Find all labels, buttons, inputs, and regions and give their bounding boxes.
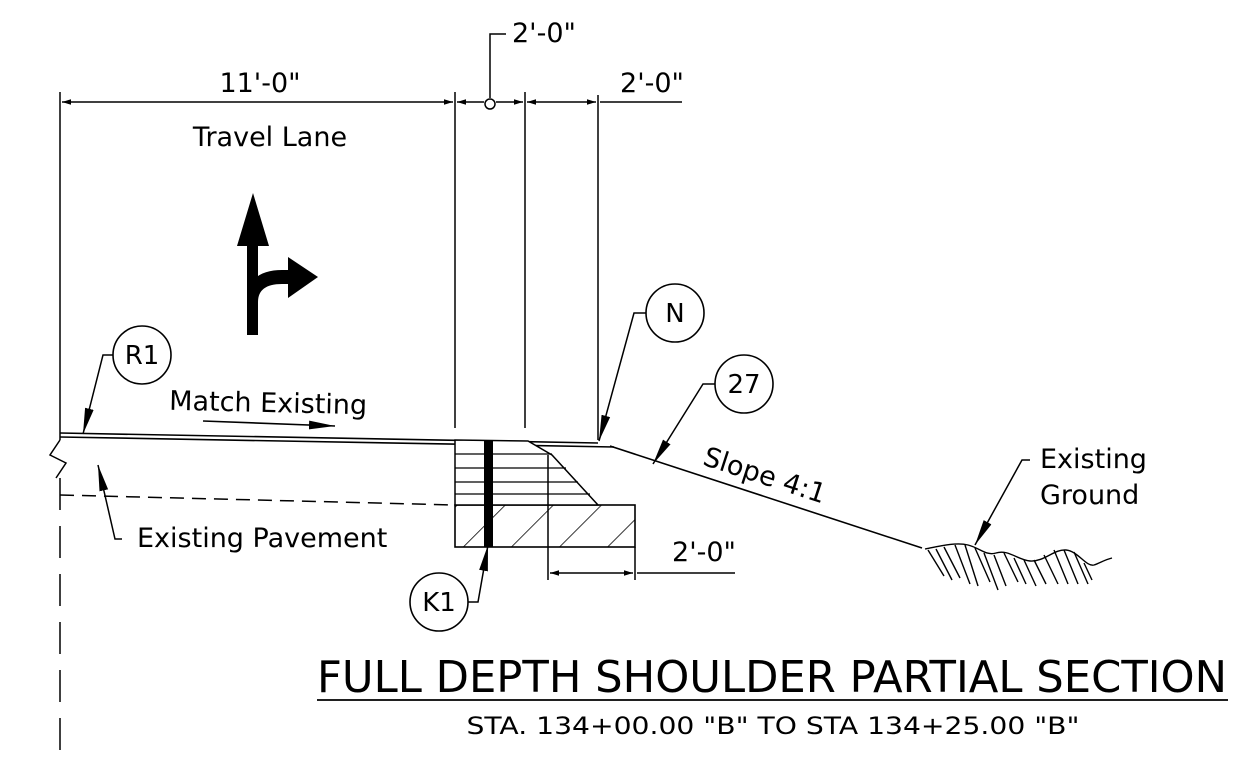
match-existing-arrow xyxy=(202,420,336,430)
extension-lines xyxy=(454,92,599,440)
match-existing-label: Match Existing xyxy=(169,386,368,421)
dim-top-middle: 2'-0" xyxy=(512,18,576,49)
existing-pavement-label: Existing Pavement xyxy=(137,523,387,554)
title: FULL DEPTH SHOULDER PARTIAL SECTION xyxy=(317,652,1227,703)
slope-label: Slope 4:1 xyxy=(699,442,829,511)
dim-bottom: 2'-0" xyxy=(672,537,736,568)
existing-pavement-leader xyxy=(97,464,122,540)
callout-k1 xyxy=(409,544,489,632)
top-dimensions xyxy=(62,33,682,110)
subtitle: STA. 134+00.00 "B" TO STA 134+25.00 "B" xyxy=(467,712,1080,740)
existing-pavement-bottom-line xyxy=(59,494,456,506)
travel-lane-label: Travel Lane xyxy=(192,122,347,153)
callout-r1 xyxy=(82,325,172,435)
callout-n-text: N xyxy=(665,299,684,329)
dim-travel-lane: 11'-0" xyxy=(219,68,300,99)
left-break-line xyxy=(48,92,68,761)
existing-ground-label-line2: Ground xyxy=(1040,480,1139,511)
shoulder-section xyxy=(454,439,636,580)
through-right-turn-arrow-icon xyxy=(237,193,318,335)
callout-r1-text: R1 xyxy=(125,341,160,371)
dim-top-right: 2'-0" xyxy=(620,68,684,99)
callout-27 xyxy=(652,354,774,465)
callout-k1-text: K1 xyxy=(422,588,456,618)
existing-ground-symbol xyxy=(924,543,1113,591)
callout-27-text: 27 xyxy=(727,370,760,400)
callout-n xyxy=(598,283,705,442)
existing-ground-label-line1: Existing xyxy=(1040,444,1147,475)
existing-ground-leader xyxy=(974,459,1030,546)
